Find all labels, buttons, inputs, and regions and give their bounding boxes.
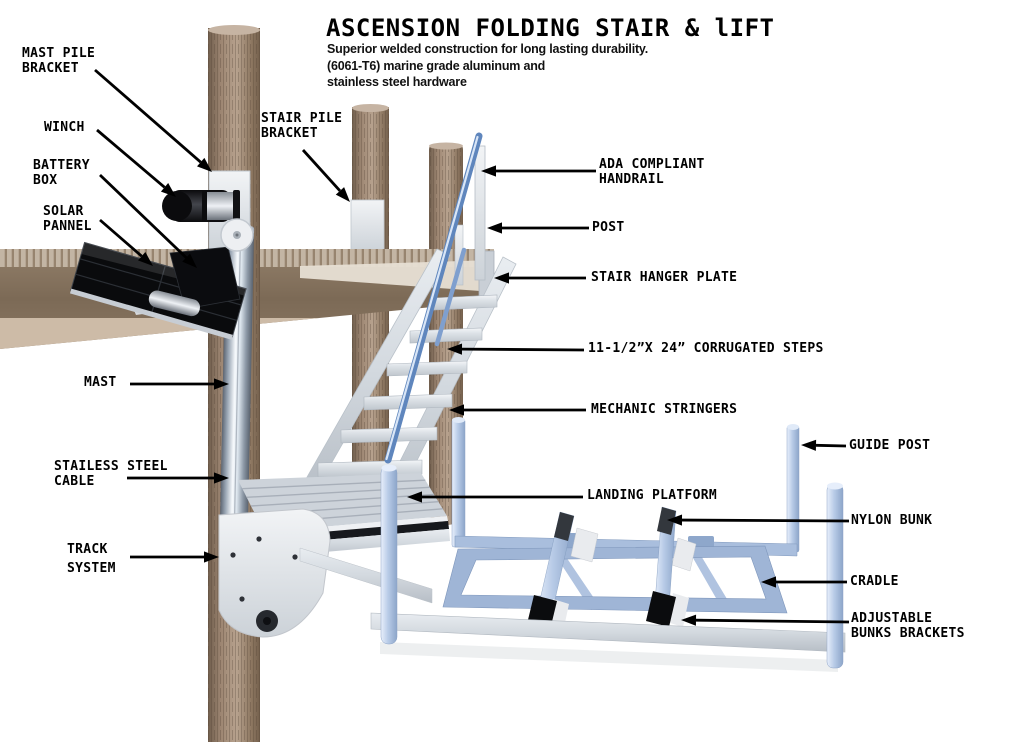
arrow-mast: [130, 378, 229, 390]
front-rail: [370, 612, 846, 653]
label-track-system: TRACK SYSTEM: [67, 542, 116, 576]
stairs: [301, 132, 517, 511]
label-battery-box: BATTERY BOX: [33, 158, 90, 188]
label-solar-pannel: SOLAR PANNEL: [43, 204, 92, 234]
label-stair-pile-bracket: STAIR PILE BRACKET: [261, 111, 343, 141]
label-ada-compliant-handrail: ADA COMPLIANT HANDRAIL: [599, 157, 705, 187]
arrow-corrugated-steps: [447, 343, 585, 355]
label-mechanic-stringers: MECHANIC STRINGERS: [591, 402, 738, 417]
track-system-part: [218, 508, 433, 638]
label-winch: WINCH: [44, 120, 85, 135]
winch-part: [162, 190, 240, 222]
ada-handrail-part: [384, 132, 483, 464]
arrow-mast-pile-bracket: [94, 68, 212, 172]
arrow-cradle: [761, 576, 847, 588]
page-subtitle: Superior welded construction for long la…: [327, 42, 649, 89]
label-corrugated-steps: 11-1/2”X 24” CORRUGATED STEPS: [588, 341, 824, 356]
guide-post-front-left: [380, 464, 398, 645]
label-stair-hanger-plate: STAIR HANGER PLATE: [591, 270, 738, 285]
nylon-bunk-part: [646, 506, 697, 627]
arrow-landing-platform: [407, 491, 583, 503]
arrow-guide-post: [801, 439, 847, 451]
nylon-bunk-1: [527, 511, 599, 632]
label-nylon-bunk: NYLON BUNK: [851, 513, 933, 528]
label-landing-platform: LANDING PLATFORM: [587, 488, 718, 503]
arrow-ada-compliant-handrail: [481, 165, 596, 177]
guide-post-rear-left: [451, 417, 466, 548]
label-mast-pile-bracket: MAST PILE BRACKET: [22, 46, 96, 76]
label-stainless-steel-cable: STAILESS STEEL CABLE: [54, 459, 168, 489]
arrow-mechanic-stringers: [449, 404, 586, 416]
lower-handrail: [434, 247, 467, 347]
post-part: [474, 145, 486, 281]
arrow-track-system: [130, 551, 219, 563]
stair-pile-bracket-part: [350, 199, 385, 253]
solar-panel-assembly: [69, 241, 247, 340]
arrow-winch: [96, 128, 176, 197]
arrow-battery-box: [99, 173, 197, 268]
arrow-stair-pile-bracket: [301, 149, 350, 202]
guide-post-part: [786, 424, 800, 553]
label-mast: MAST: [84, 375, 117, 390]
arrow-stainless-steel-cable: [127, 472, 229, 484]
callout-arrows: [94, 68, 850, 626]
arrow-nylon-bunk: [667, 514, 850, 526]
page-title: ASCENSION FOLDING STAIR & lIFT: [326, 14, 775, 42]
guide-post-front-right: [826, 482, 844, 669]
label-post: POST: [592, 220, 625, 235]
label-guide-post: GUIDE POST: [849, 438, 931, 453]
rail-reflection: [380, 642, 838, 672]
corrugated-steps-part: [317, 294, 498, 478]
arrow-post: [487, 222, 589, 234]
cradle-inner-frame: [442, 545, 788, 614]
arrow-adjustable-bunks-brackets: [681, 614, 850, 626]
arrow-solar-pannel: [99, 218, 153, 266]
pulley: [220, 218, 254, 252]
cross-member: [689, 549, 733, 612]
adjustable-bunks-brackets-part: [646, 591, 676, 627]
label-adjustable-bunks-brackets: ADJUSTABLE BUNKS BRACKETS: [851, 611, 965, 641]
arrow-stair-hanger-plate: [494, 272, 586, 284]
label-cradle: CRADLE: [850, 574, 899, 589]
cross-member: [552, 548, 600, 610]
